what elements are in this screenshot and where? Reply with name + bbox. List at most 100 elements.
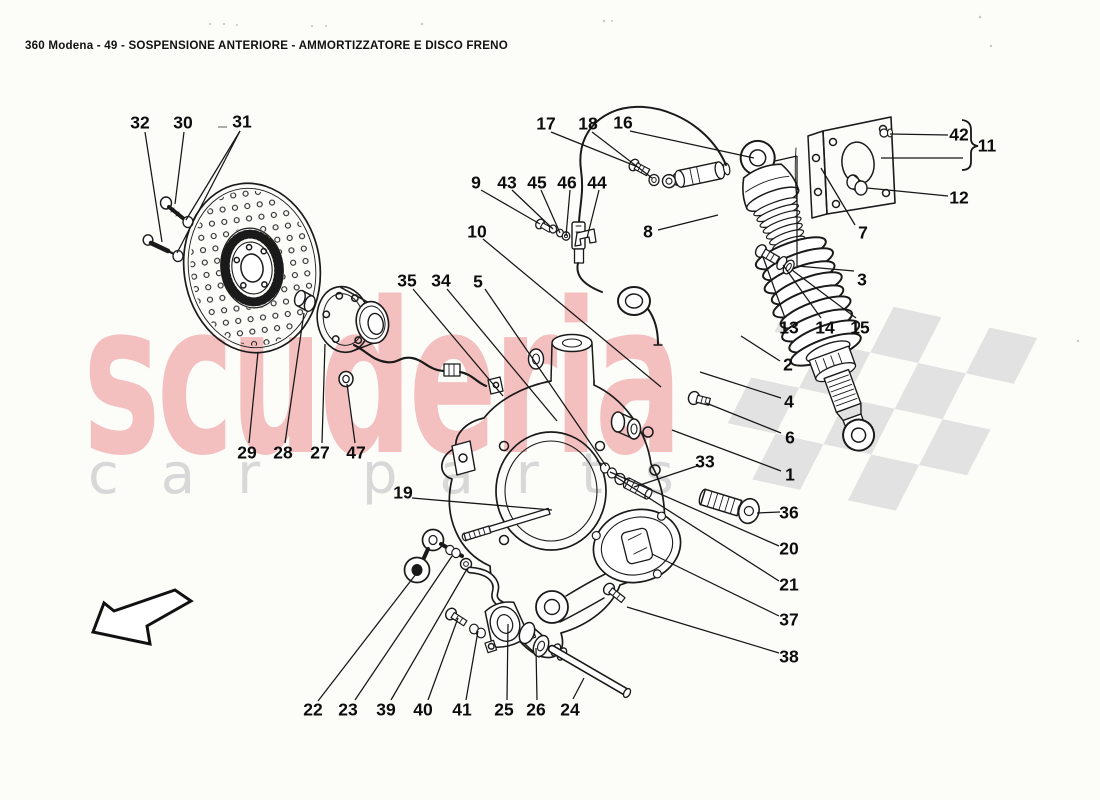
flag-check bbox=[847, 454, 920, 511]
callout-21: 21 bbox=[779, 575, 799, 595]
leader-line-1 bbox=[671, 429, 782, 472]
wheel-hub bbox=[316, 285, 390, 354]
callout-5: 5 bbox=[473, 272, 483, 292]
leader-line-13 bbox=[762, 256, 786, 319]
coil-spring bbox=[754, 236, 862, 367]
leader-line-6 bbox=[705, 402, 782, 434]
disc-vane-ring bbox=[220, 229, 284, 307]
leader-line-9 bbox=[480, 189, 541, 225]
leader-line-24 bbox=[572, 677, 585, 700]
clamp-bolt-lower bbox=[444, 607, 468, 627]
callout-27: 27 bbox=[310, 443, 329, 463]
callout-20: 20 bbox=[779, 539, 799, 559]
leader-line-10 bbox=[482, 238, 662, 388]
leader-line-47 bbox=[346, 383, 356, 444]
callout-44: 44 bbox=[587, 173, 607, 193]
callout-41: 41 bbox=[452, 700, 472, 720]
flag-check bbox=[752, 433, 824, 490]
leader-line-30 bbox=[174, 131, 185, 205]
callout-35: 35 bbox=[397, 271, 417, 291]
callout-40: 40 bbox=[413, 700, 433, 720]
clamp-washers bbox=[469, 623, 487, 639]
callout-12: 12 bbox=[949, 188, 969, 208]
abs-sensor-cable bbox=[352, 343, 504, 395]
callout-11: 11 bbox=[978, 136, 997, 156]
scan-noise bbox=[208, 15, 1080, 343]
leader-line-17 bbox=[550, 131, 639, 168]
direction-arrow-icon bbox=[90, 588, 194, 646]
watermark-tagline-text: car parts bbox=[88, 442, 716, 507]
leader-line-39 bbox=[390, 568, 468, 701]
callout-25: 25 bbox=[494, 700, 514, 720]
leader-line-19 bbox=[411, 497, 553, 511]
through-bolt bbox=[461, 507, 551, 542]
leader-line-43 bbox=[511, 189, 554, 230]
leader-line-31 bbox=[185, 130, 241, 221]
leader-line-26 bbox=[535, 647, 538, 701]
leader-line-14 bbox=[782, 264, 822, 319]
leader-line-42 bbox=[889, 133, 949, 136]
callout-42: 42 bbox=[949, 125, 969, 145]
callout-7: 7 bbox=[858, 223, 868, 243]
page-title: 360 Modena - 49 - SOSPENSIONE ANTERIORE … bbox=[25, 39, 508, 52]
flag-check bbox=[919, 419, 991, 476]
flag-check bbox=[870, 306, 942, 363]
callout-16: 16 bbox=[613, 113, 633, 133]
leader-line-20 bbox=[609, 471, 780, 547]
callout-4: 4 bbox=[784, 392, 794, 412]
callout-6: 6 bbox=[785, 428, 795, 448]
shock-body-threaded bbox=[823, 368, 862, 413]
upright-bush bbox=[527, 348, 545, 370]
leader-line-2 bbox=[740, 335, 781, 362]
leader-line-16 bbox=[629, 130, 755, 159]
leader-line-41 bbox=[465, 630, 479, 701]
callout-36: 36 bbox=[779, 503, 799, 523]
callout-38: 38 bbox=[779, 647, 799, 667]
leader-line-37 bbox=[651, 553, 780, 617]
callout-22: 22 bbox=[303, 700, 323, 720]
callout-13: 13 bbox=[779, 318, 799, 338]
callout-29: 29 bbox=[237, 443, 257, 463]
leader-line-46 bbox=[565, 189, 571, 237]
callout-10: 10 bbox=[467, 222, 487, 242]
leader-line-40 bbox=[427, 617, 459, 701]
leader-line-22 bbox=[317, 573, 417, 702]
leader-line-8 bbox=[657, 214, 719, 231]
leader-line-29 bbox=[248, 351, 259, 444]
sensor-bracket bbox=[487, 376, 504, 395]
callout-30: 30 bbox=[173, 113, 193, 133]
splined-pin bbox=[698, 488, 760, 525]
retaining-clip-44 bbox=[574, 228, 597, 247]
checkered-flag-icon bbox=[727, 286, 1038, 511]
leader-line-35 bbox=[412, 288, 504, 397]
wire-grommet bbox=[617, 286, 651, 316]
shock-absorber bbox=[739, 139, 876, 452]
leader-line-44 bbox=[586, 189, 600, 239]
bearing-spacer bbox=[293, 289, 316, 313]
leader-line-21 bbox=[615, 476, 780, 582]
mount-bushing bbox=[846, 174, 868, 196]
callout-31: 31 bbox=[232, 112, 252, 132]
flag-check bbox=[727, 377, 800, 434]
callout-24: 24 bbox=[560, 700, 580, 720]
callout-37: 37 bbox=[779, 610, 798, 630]
spring-adjuster-collar bbox=[805, 340, 857, 383]
leader-line-45 bbox=[540, 189, 561, 234]
leader-line-34 bbox=[446, 288, 558, 422]
callout-14: 14 bbox=[815, 318, 835, 338]
leader-line-27 bbox=[321, 343, 326, 444]
clamp-bolt bbox=[687, 390, 711, 406]
callout-11-bracket bbox=[881, 119, 979, 171]
callout-2: 2 bbox=[783, 355, 793, 375]
leader-line-25 bbox=[506, 623, 509, 701]
top-mount-bracket bbox=[794, 116, 896, 219]
disc-bolt bbox=[159, 196, 194, 229]
leader-line-7 bbox=[820, 167, 856, 226]
leader-line-4 bbox=[699, 371, 782, 399]
diagram-line-art bbox=[90, 105, 896, 699]
leader-line-23 bbox=[354, 555, 453, 701]
upright-ear bbox=[451, 440, 476, 476]
upright-top-boss bbox=[550, 333, 595, 382]
